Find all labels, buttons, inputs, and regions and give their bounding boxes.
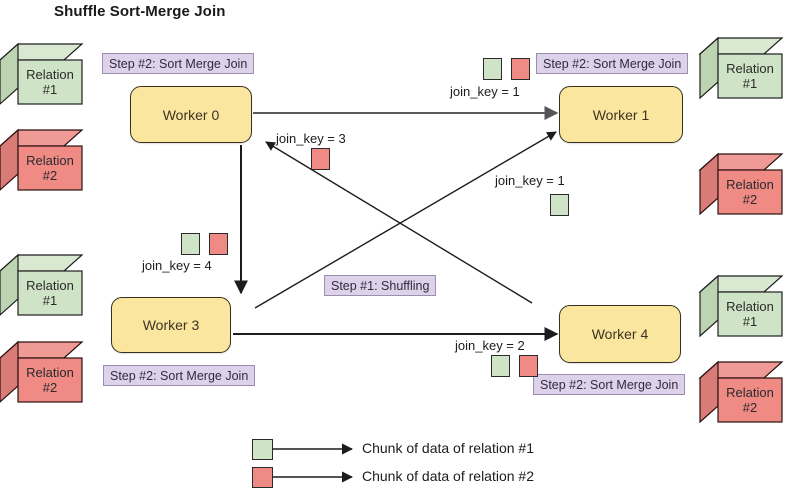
join-key-label-w3-w4: join_key = 2 [455,338,525,353]
chunk-swatch-relation1 [550,194,569,216]
worker-node-1[interactable]: Worker 1 [559,86,683,143]
legend-label-relation2: Chunk of data of relation #2 [362,468,535,484]
legend-swatch-relation2 [252,467,273,488]
chunk-swatch-relation1 [483,58,502,80]
step-label-shuffling: Step #1: Shuffling [324,275,437,296]
worker-node-4[interactable]: Worker 4 [559,305,681,363]
relation-box-top-left-2: Relation #2 [0,128,84,192]
relation-box-bottom-right-2: Relation #2 [698,360,784,424]
chunk-swatch-relation2 [209,233,228,255]
join-key-label-w3-w1: join_key = 1 [495,173,565,188]
legend-label-relation1: Chunk of data of relation #1 [362,440,535,456]
worker-node-0[interactable]: Worker 0 [130,86,252,143]
chunk-swatch-relation2 [511,58,530,80]
join-key-label-w0-w3: join_key = 4 [142,258,212,273]
arrow-w4-to-w0 [265,141,533,304]
worker-node-3[interactable]: Worker 3 [111,297,231,353]
chunk-swatch-relation2 [519,355,538,377]
relation-box-top-left-1: Relation #1 [0,42,84,106]
step-label-smj-worker1: Step #2: Sort Merge Join [536,53,689,74]
chunk-swatch-relation1 [181,233,200,255]
relation-box-top-right-2: Relation #2 [698,152,784,216]
join-key-label-w4-w0: join_key = 3 [276,131,346,146]
arrow-w3-to-w1 [254,131,557,309]
step-label-smj-worker0: Step #2: Sort Merge Join [102,53,255,74]
relation-box-bottom-right-1: Relation #1 [698,274,784,338]
page-title: Shuffle Sort-Merge Join [54,3,226,20]
relation-box-mid-left-1: Relation #1 [0,253,84,317]
step-label-smj-worker3: Step #2: Sort Merge Join [103,365,256,386]
join-key-label-w0-w1: join_key = 1 [450,84,520,99]
chunk-swatch-relation2 [311,148,330,170]
relation-box-mid-left-2: Relation #2 [0,340,84,404]
step-label-smj-worker4: Step #2: Sort Merge Join [533,374,686,395]
chunk-swatch-relation1 [491,355,510,377]
legend-swatch-relation1 [252,439,273,460]
relation-box-top-right-1: Relation #1 [698,36,784,100]
